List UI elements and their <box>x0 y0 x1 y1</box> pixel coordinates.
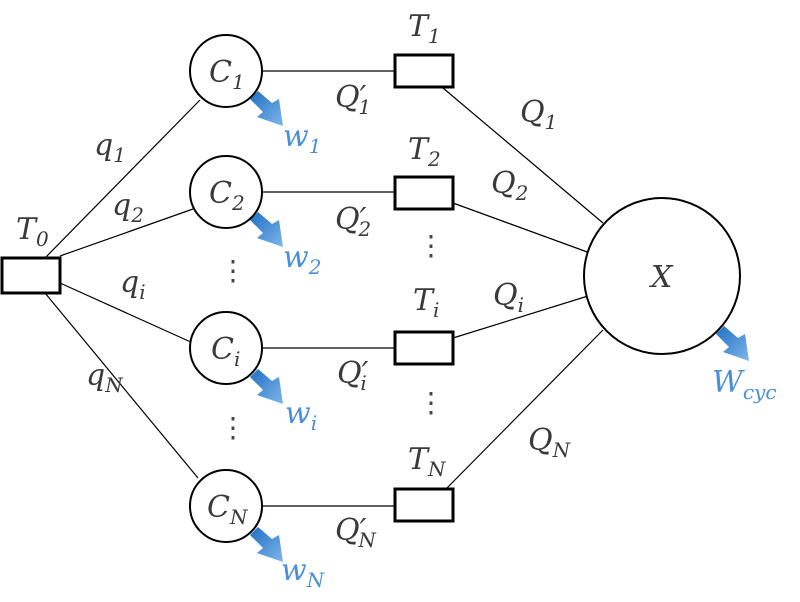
edge-t2-x <box>452 202 591 254</box>
engine-work-label-n: wN <box>281 553 326 592</box>
work-arrow-ci <box>250 369 283 404</box>
reservoir-t2-label: T2 <box>408 132 441 171</box>
edge-t0-ci <box>59 282 194 344</box>
cycle-heat-label-2: Q2 <box>491 166 528 205</box>
source-heat-label-n: qN <box>86 358 124 397</box>
reservoir-t1-label: T1 <box>408 9 441 48</box>
edge-t0-c1 <box>44 99 201 259</box>
engine-ellipsis-lower: ⋮ <box>219 411 247 444</box>
edge-tn-x <box>444 329 604 491</box>
engine-ci-label: Ci <box>211 332 240 371</box>
reservoir-t2-box <box>393 175 455 211</box>
cycle-heat-label-1: Q1 <box>520 95 557 134</box>
cycle-heat-label-n: QN <box>528 423 572 462</box>
work-arrow-c2 <box>250 212 283 247</box>
engine-ci-circle <box>189 311 263 385</box>
edge-t0-c2 <box>59 208 194 257</box>
system-x-label: X <box>649 260 674 295</box>
engine-c1-label: C1 <box>209 55 245 94</box>
source-heat-label-2: q2 <box>112 188 144 227</box>
reservoir-tn-box <box>393 487 455 523</box>
engine-work-label-1: w1 <box>283 119 321 158</box>
engine-c2-circle <box>189 155 263 229</box>
reservoir-ti-box <box>393 330 455 366</box>
work-arrow-x <box>716 326 749 361</box>
engine-c2-label: C2 <box>209 176 245 215</box>
reservoir-ellipsis-upper: ⋮ <box>417 229 445 262</box>
source-reservoir-box <box>0 256 62 295</box>
engine-heat-label-n: Q′N <box>335 513 377 552</box>
engine-heat-label-2: Q′2 <box>335 202 371 241</box>
work-arrow-c1 <box>250 91 283 126</box>
engine-cn-circle <box>189 469 263 543</box>
source-reservoir-label: T0 <box>16 212 49 251</box>
cycle-heat-label-i: Qi <box>493 278 524 317</box>
engine-cn-label: CN <box>207 490 249 529</box>
engine-heat-label-1: Q′1 <box>335 80 371 119</box>
source-heat-label-1: q1 <box>94 128 126 167</box>
edge-t1-x <box>442 87 604 224</box>
reservoir-t1-box <box>393 53 455 89</box>
reservoir-ti-label: Ti <box>413 283 439 322</box>
work-arrow-cn <box>250 527 283 562</box>
reservoir-ellipsis-lower: ⋮ <box>417 386 445 419</box>
engine-ellipsis-upper: ⋮ <box>219 254 247 287</box>
engine-heat-label-i: Q′i <box>337 356 369 395</box>
system-x-circle <box>583 197 741 355</box>
edge-t0-cn <box>44 292 199 479</box>
edge-ti-x <box>452 295 589 339</box>
engine-c1-circle <box>189 34 263 108</box>
reservoir-tn-label: TN <box>408 442 447 481</box>
engine-work-label-i: wi <box>285 396 317 435</box>
engine-work-label-2: w2 <box>283 240 321 279</box>
cycle-work-label: Wcyc <box>712 365 777 404</box>
source-heat-label-i: qi <box>120 265 146 304</box>
